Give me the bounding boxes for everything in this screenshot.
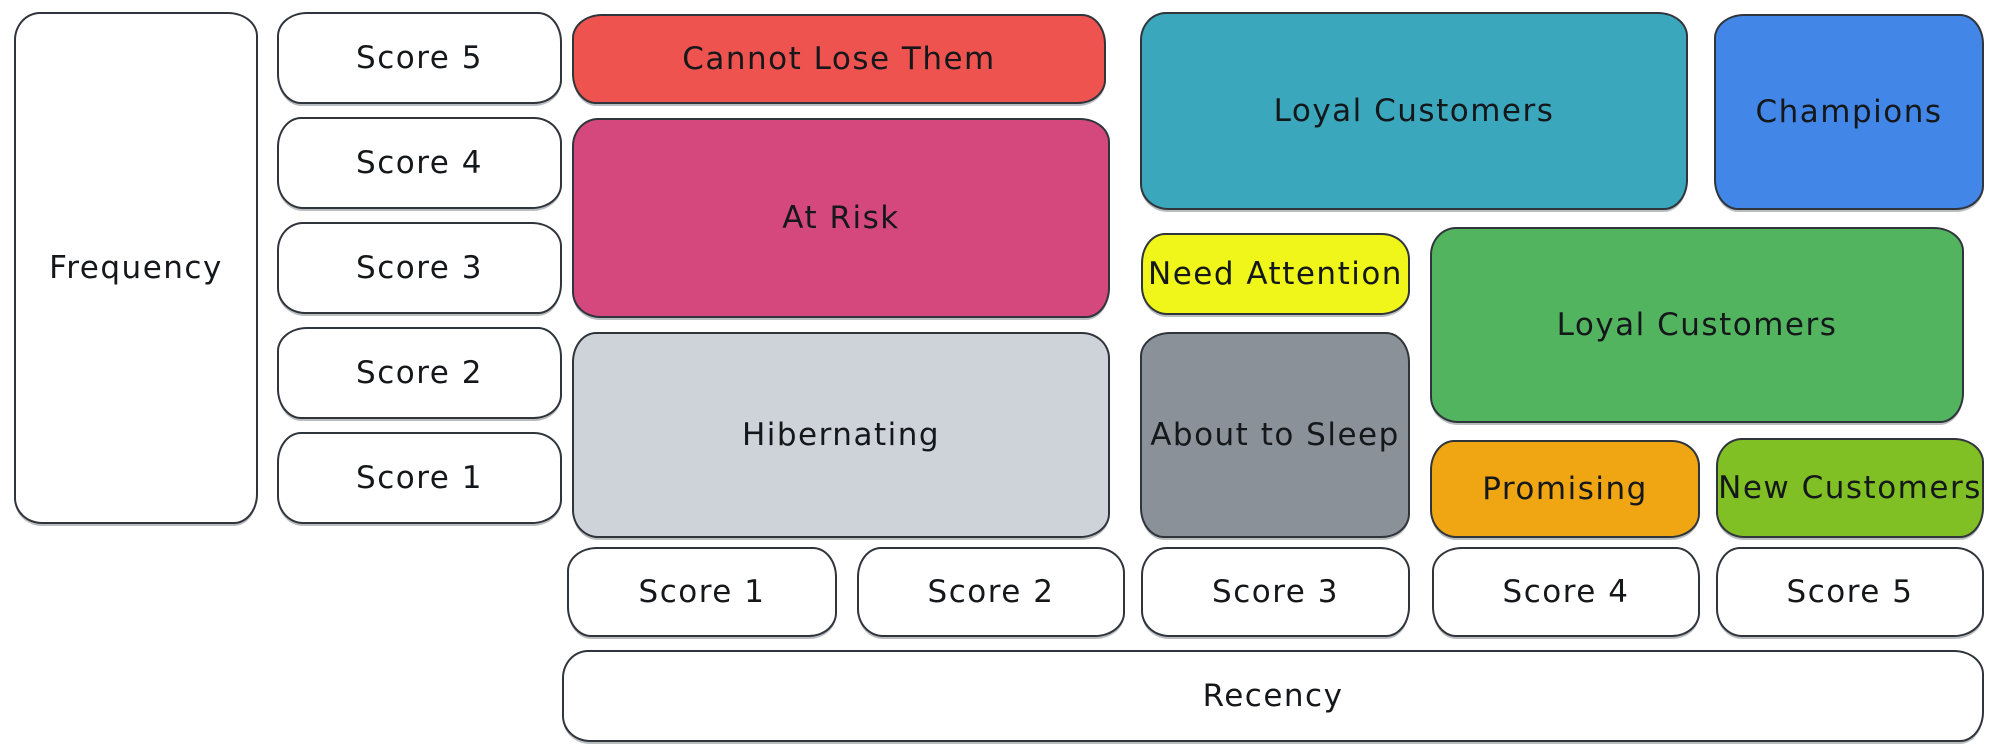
segment-cannot-lose-them-label: Cannot Lose Them — [682, 41, 996, 77]
recency-score-1-label: Score 1 — [638, 574, 766, 610]
frequency-score-2-box: Score 2 — [277, 327, 562, 419]
recency-score-4-label: Score 4 — [1502, 574, 1630, 610]
frequency-axis-label: Frequency — [49, 250, 223, 286]
recency-score-4-box: Score 4 — [1432, 547, 1700, 637]
recency-score-2-label: Score 2 — [927, 574, 1055, 610]
segment-at-risk-label: At Risk — [782, 200, 900, 236]
frequency-score-3-box: Score 3 — [277, 222, 562, 314]
segment-loyal-customers-top: Loyal Customers — [1140, 12, 1688, 210]
recency-score-5-box: Score 5 — [1716, 547, 1984, 637]
segment-about-to-sleep: About to Sleep — [1140, 332, 1410, 538]
segment-need-attention: Need Attention — [1141, 233, 1410, 315]
frequency-score-4-label: Score 4 — [356, 145, 483, 181]
frequency-score-1-box: Score 1 — [277, 432, 562, 524]
frequency-score-1-label: Score 1 — [356, 460, 483, 496]
segment-champions: Champions — [1714, 14, 1984, 210]
frequency-score-2-label: Score 2 — [356, 355, 483, 391]
segment-new-customers: New Customers — [1716, 438, 1984, 538]
recency-score-2-box: Score 2 — [857, 547, 1125, 637]
frequency-axis-label-box: Frequency — [14, 12, 258, 524]
recency-axis-label: Recency — [1202, 678, 1344, 714]
segment-hibernating-label: Hibernating — [741, 417, 941, 453]
segment-cannot-lose-them: Cannot Lose Them — [572, 14, 1106, 104]
segment-about-to-sleep-label: About to Sleep — [1150, 417, 1400, 453]
recency-score-1-box: Score 1 — [567, 547, 837, 637]
segment-champions-label: Champions — [1755, 94, 1943, 130]
segment-new-customers-label: New Customers — [1718, 470, 1982, 506]
frequency-score-5-label: Score 5 — [356, 40, 483, 76]
segment-at-risk: At Risk — [572, 118, 1110, 318]
segment-loyal-customers-right: Loyal Customers — [1430, 227, 1964, 423]
frequency-score-5-box: Score 5 — [277, 12, 562, 104]
recency-score-5-label: Score 5 — [1786, 574, 1914, 610]
recency-score-3-label: Score 3 — [1212, 574, 1339, 610]
segment-hibernating: Hibernating — [572, 332, 1110, 538]
frequency-score-4-box: Score 4 — [277, 117, 562, 209]
segment-loyal-customers-right-label: Loyal Customers — [1556, 307, 1838, 343]
frequency-score-3-label: Score 3 — [356, 250, 483, 286]
segment-promising: Promising — [1430, 440, 1700, 538]
recency-score-3-box: Score 3 — [1141, 547, 1410, 637]
segment-loyal-customers-top-label: Loyal Customers — [1273, 93, 1555, 129]
segment-need-attention-label: Need Attention — [1148, 256, 1403, 292]
segment-promising-label: Promising — [1482, 471, 1648, 507]
recency-axis-label-box: Recency — [562, 650, 1984, 742]
